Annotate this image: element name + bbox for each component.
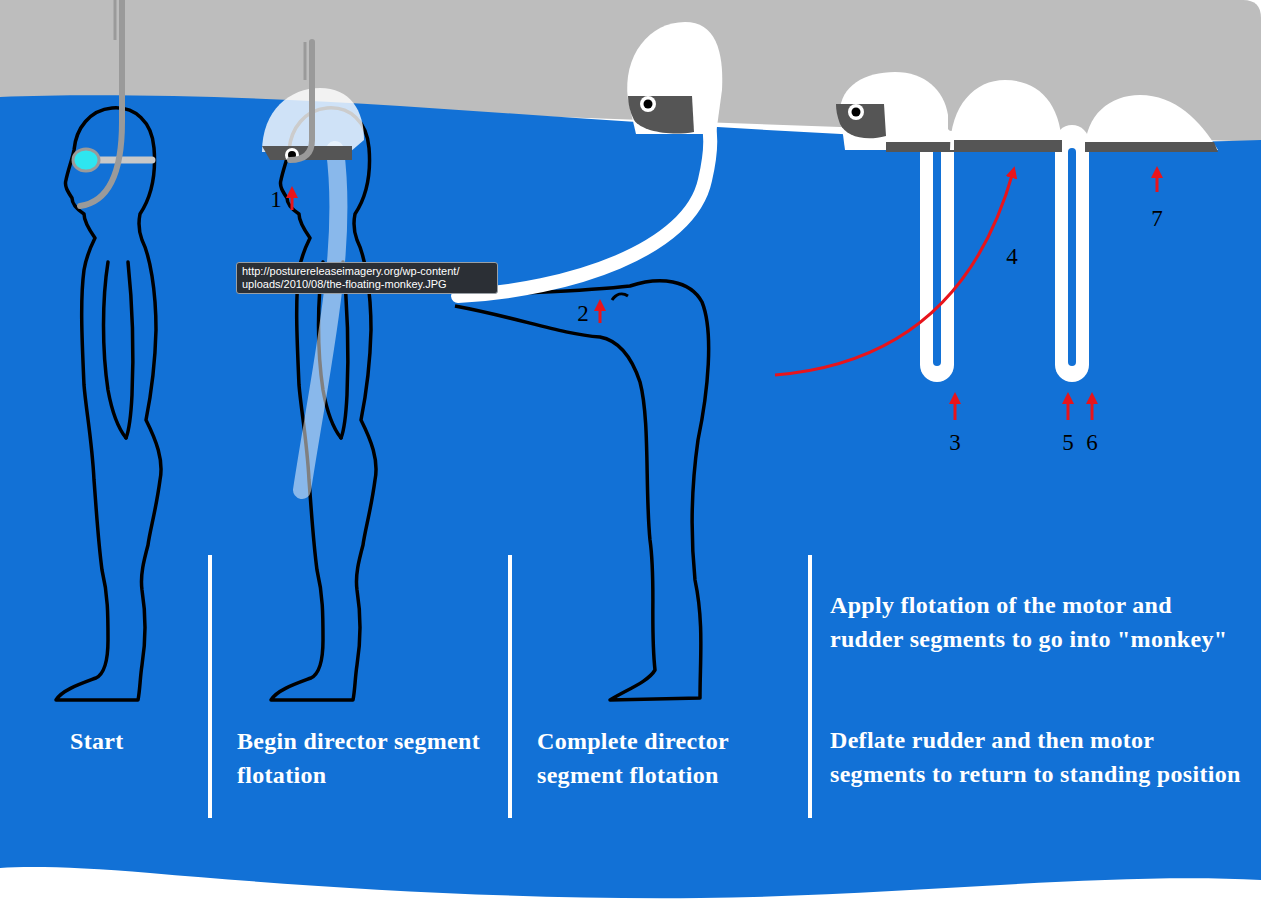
segment-shadow xyxy=(886,142,954,152)
face-shadow xyxy=(628,96,694,134)
step-caption: Begin director segment flotation xyxy=(237,724,487,792)
force-arrow xyxy=(1091,398,1094,420)
eye xyxy=(848,104,864,120)
callout-number: 7 xyxy=(1151,207,1163,230)
goggles xyxy=(73,149,99,171)
rudder-dome xyxy=(1085,95,1218,150)
standing-figure xyxy=(56,108,161,700)
bent-figure xyxy=(455,281,709,700)
eye xyxy=(644,100,653,109)
snorkel xyxy=(304,42,307,80)
url-text: http://posturereleaseimagery.org/wp-cont… xyxy=(242,265,492,291)
step-caption: Apply flotation of the motor and rudder … xyxy=(830,588,1245,656)
snorkel xyxy=(114,0,117,40)
standing-figure xyxy=(271,108,376,700)
snorkel xyxy=(80,0,122,206)
segment-gap xyxy=(933,152,941,362)
segment-shadow xyxy=(954,140,1062,152)
separator xyxy=(208,555,212,818)
goggle-strap xyxy=(96,157,152,164)
force-arrow xyxy=(291,192,294,210)
callout-number: 3 xyxy=(949,431,961,454)
url-tooltip: http://posturereleaseimagery.org/wp-cont… xyxy=(236,262,498,294)
body-detail xyxy=(612,294,628,300)
force-arrow xyxy=(1067,398,1070,420)
force-arrow xyxy=(775,172,1013,375)
eye xyxy=(640,96,656,112)
callout-number: 6 xyxy=(1086,431,1098,454)
step-caption: Start xyxy=(70,724,200,758)
force-arrow xyxy=(1156,172,1159,192)
segment-gap xyxy=(1068,152,1076,362)
callout-number: 5 xyxy=(1062,431,1074,454)
water xyxy=(0,95,1261,898)
face-shadow xyxy=(836,104,886,138)
callout-number: 1 xyxy=(270,188,282,211)
callout-number: 2 xyxy=(577,302,589,325)
floating-head xyxy=(840,72,948,150)
force-arrow xyxy=(954,398,957,420)
rudder-segment xyxy=(1055,142,1089,365)
snorkel xyxy=(290,42,312,160)
step-caption: Complete director segment flotation xyxy=(537,724,787,792)
motor-segment xyxy=(920,142,954,365)
separator xyxy=(808,555,812,818)
force-arrows xyxy=(292,172,1157,420)
force-arrow xyxy=(599,305,602,323)
segment-shadow xyxy=(1085,142,1218,152)
motor-dome xyxy=(950,80,1062,150)
eye xyxy=(852,108,861,117)
separator xyxy=(508,555,512,818)
floating-head xyxy=(627,22,722,134)
step-caption: Deflate rudder and then motor segments t… xyxy=(830,723,1245,791)
director-segment xyxy=(302,150,338,490)
callout-number: 4 xyxy=(1006,245,1018,268)
